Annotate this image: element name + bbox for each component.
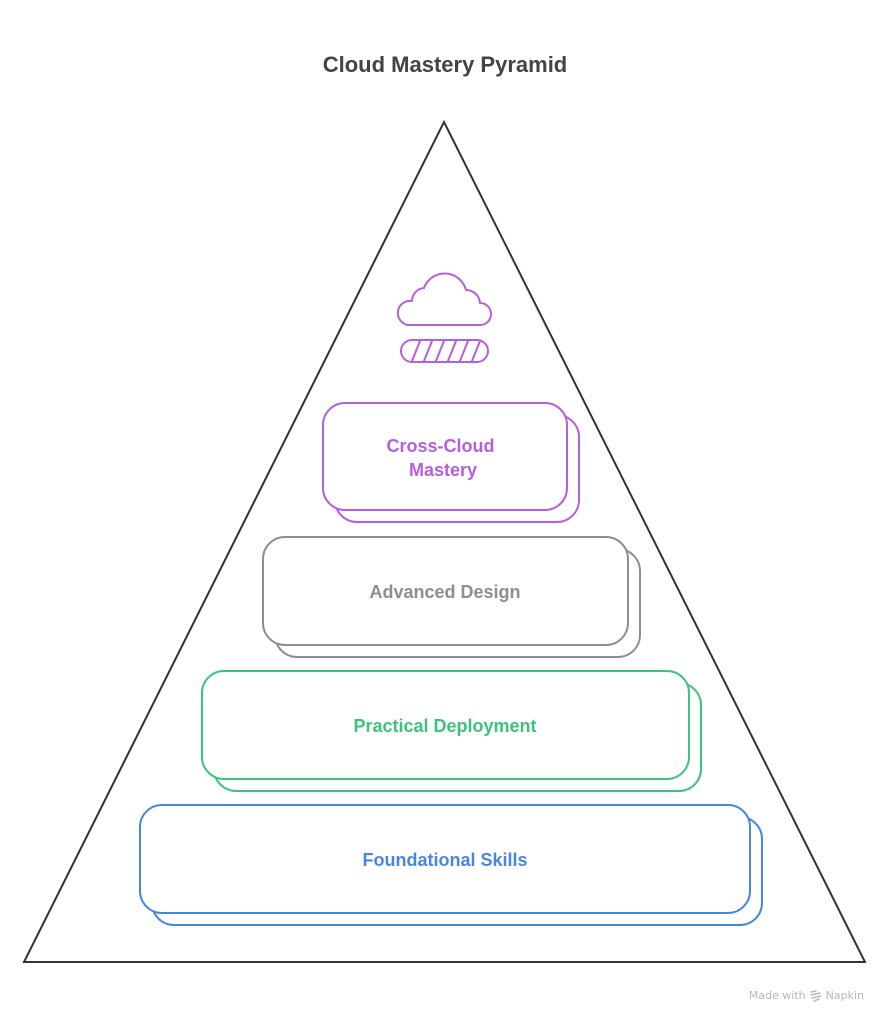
level-label: Advanced Design bbox=[369, 582, 520, 602]
napkin-logo-icon bbox=[809, 989, 822, 1002]
level-label-line: Mastery bbox=[409, 460, 477, 480]
diagram-title: Cloud Mastery Pyramid bbox=[322, 52, 568, 77]
level-foundational-skills: Foundational Skills bbox=[139, 804, 763, 926]
level-label: Cross-Cloud Mastery bbox=[386, 436, 499, 480]
level-label-line: Practical Deployment bbox=[353, 716, 536, 736]
made-with-footer: Made with Napkin bbox=[749, 989, 864, 1002]
level-advanced-design: Advanced Design bbox=[262, 536, 641, 658]
level-box bbox=[201, 670, 690, 780]
made-with-text: Made with bbox=[748, 989, 806, 1002]
cloud-icon-shape bbox=[396, 272, 492, 326]
storage-bar-stripes bbox=[411, 340, 481, 362]
napkin-brand-text: Napkin bbox=[825, 989, 864, 1002]
level-practical-deployment: Practical Deployment bbox=[201, 670, 702, 792]
level-box bbox=[262, 536, 629, 646]
level-label-line: Cross-Cloud bbox=[386, 436, 494, 456]
level-label: Foundational Skills bbox=[362, 850, 527, 870]
cloud-storage-icon bbox=[396, 272, 492, 363]
level-cross-cloud-mastery: Cross-Cloud Mastery bbox=[322, 402, 580, 523]
level-label-line: Foundational Skills bbox=[362, 850, 527, 870]
level-box bbox=[139, 804, 751, 914]
level-label-line: Advanced Design bbox=[369, 582, 520, 602]
level-box bbox=[322, 402, 568, 511]
pyramid-outline bbox=[22, 119, 867, 963]
storage-bar-shape bbox=[400, 339, 489, 363]
level-label: Practical Deployment bbox=[353, 716, 536, 736]
